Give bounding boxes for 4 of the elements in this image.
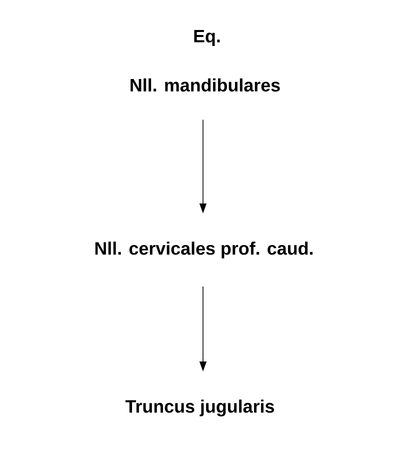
node-label: Nll. mandibulares bbox=[130, 78, 280, 92]
title: Eq. bbox=[194, 30, 220, 46]
node-label: Nll. cervicales prof. caud. bbox=[95, 242, 313, 258]
node-label: Truncus jugularis bbox=[125, 400, 274, 416]
